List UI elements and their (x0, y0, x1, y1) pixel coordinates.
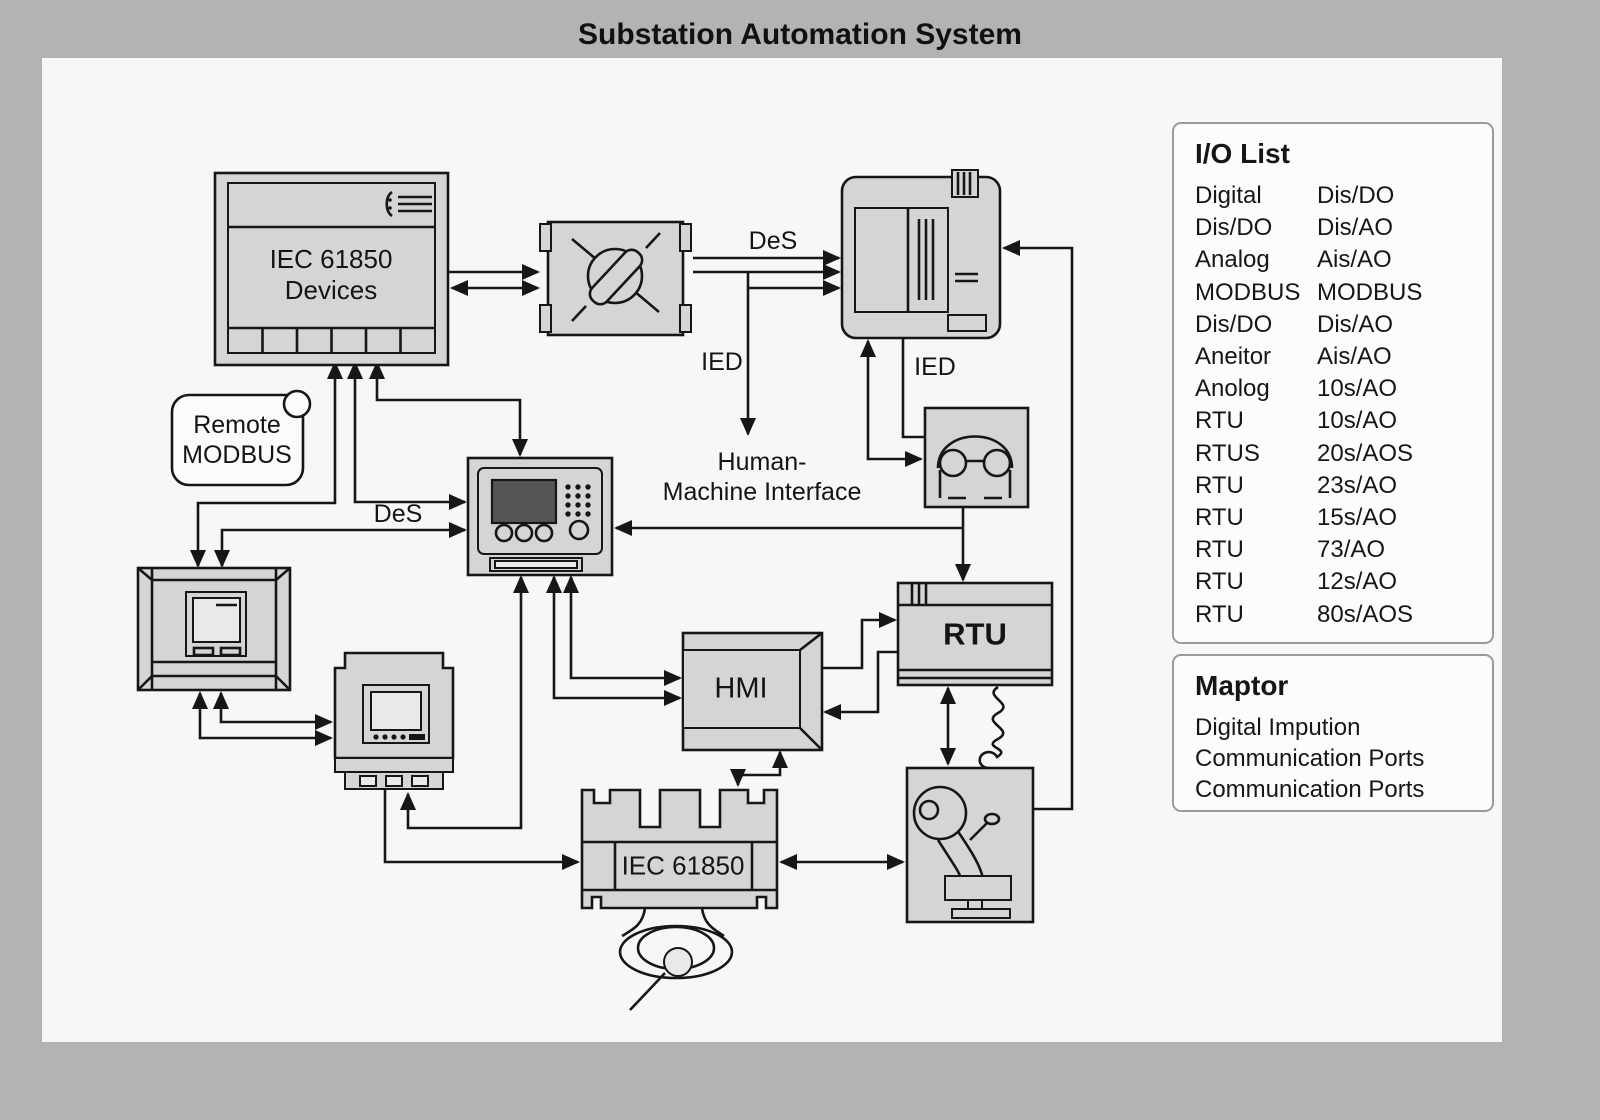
joystick-block (905, 766, 1035, 924)
io-row-value: 20s/AOS (1317, 439, 1414, 467)
io-row: Dis/DO Dis/AO (1195, 309, 1492, 341)
io-row-type: RTU (1195, 471, 1244, 499)
io-row-type: RTU (1195, 536, 1244, 564)
io-row-type: Analog (1195, 246, 1270, 274)
ied-left-label: IED (701, 348, 743, 376)
remote-modbus-block (170, 389, 312, 487)
io-row-value: 73/AO (1317, 536, 1386, 564)
iec-devices-block (213, 171, 450, 367)
recorder-screen (370, 691, 422, 731)
hmi-caption-label: Human- Machine Interface (662, 448, 862, 506)
io-row-value: 80s/AOS (1317, 600, 1414, 628)
io-row: RTU 12s/AO (1195, 566, 1492, 598)
rtu-label: RTU (943, 616, 1007, 652)
remote-modbus-label: Remote MODBUS (182, 411, 292, 469)
fuse-icon (571, 232, 661, 322)
joystick-icon (912, 785, 1012, 919)
des-mid-label: DeS (373, 500, 423, 528)
io-row: RTU 10s/AO (1195, 405, 1492, 437)
maptor-item: Communication Ports (1195, 745, 1425, 772)
page-title: Substation Automation System (578, 18, 1022, 51)
cable-coil-icon (618, 907, 734, 1011)
ied-device-block (840, 169, 1002, 340)
menu-lines-icon (385, 190, 432, 218)
io-row: Analog Ais/AO (1195, 244, 1492, 276)
modbus-port-icon (282, 389, 312, 419)
io-row-value: Ais/AO (1317, 343, 1392, 371)
maptor-title: Maptor (1195, 670, 1289, 701)
panel-meter-block (136, 566, 292, 692)
io-row: Aneitor Ais/AO (1195, 341, 1492, 373)
io-row: Digital Dis/DO (1195, 180, 1492, 212)
iec-devices-label: IEC 61850 Devices (269, 243, 393, 305)
maptor-item: Communication Ports (1195, 776, 1425, 803)
iec-bottom-block (580, 788, 779, 1011)
io-row: RTU 15s/AO (1195, 502, 1492, 534)
io-row-type: Dis/DO (1195, 214, 1273, 242)
io-row: RTU 23s/AO (1195, 470, 1492, 502)
io-row: MODBUS MODBUS (1195, 277, 1492, 309)
iec-bottom-label: IEC 61850 (621, 850, 745, 881)
io-row-value: Dis/DO (1317, 182, 1395, 209)
io-row-value: 10s/AO (1317, 375, 1398, 403)
io-row-type: RTU (1195, 600, 1244, 628)
hmi-label: HMI (714, 672, 768, 705)
keypad-icon (565, 484, 591, 517)
controller-screen (490, 478, 558, 525)
io-row-type: RTU (1195, 504, 1244, 532)
io-row-value: 10s/AO (1317, 407, 1398, 435)
io-row-type: RTU (1195, 568, 1244, 596)
io-row-value: MODBUS (1317, 278, 1423, 306)
io-row-value: 15s/AO (1317, 504, 1398, 532)
switch-block (539, 220, 692, 337)
io-row: RTU 73/AO (1195, 534, 1492, 566)
io-row-value: Dis/AO (1317, 214, 1394, 242)
io-row-value: Dis/AO (1317, 310, 1394, 338)
io-row-type: MODBUS (1195, 278, 1301, 306)
io-list-title: I/O List (1195, 138, 1290, 169)
equals-icon (955, 272, 978, 283)
des-top-label: DeS (748, 227, 798, 255)
maptor-item: Digital Impution (1195, 714, 1361, 741)
recorder-block (333, 651, 455, 790)
io-row-type: Digital (1195, 182, 1262, 209)
rtu-block (896, 581, 1054, 687)
controller-block (466, 456, 614, 577)
operator-block (923, 406, 1030, 509)
io-row-type: RTU (1195, 407, 1244, 435)
io-row-type: Anolog (1195, 375, 1270, 403)
hmi-block (681, 631, 824, 752)
connector-lines (190, 240, 1074, 870)
io-row: RTU 80s/AOS (1195, 599, 1492, 631)
terminal-strip (228, 326, 435, 353)
ied-right-label: IED (914, 353, 956, 381)
io-row-value: Ais/AO (1317, 246, 1392, 274)
io-row-value: 23s/AO (1317, 471, 1398, 499)
io-row-type: Dis/DO (1195, 310, 1273, 338)
operator-headset-icon (936, 435, 1014, 500)
io-row: Anolog 10s/AO (1195, 373, 1492, 405)
io-row-type: RTUS (1195, 439, 1260, 467)
io-row-type: Aneitor (1195, 343, 1272, 371)
io-row-value: 12s/AO (1317, 568, 1398, 596)
io-row: Dis/DO Dis/AO (1195, 212, 1492, 244)
io-row: RTUS 20s/AOS (1195, 438, 1492, 470)
